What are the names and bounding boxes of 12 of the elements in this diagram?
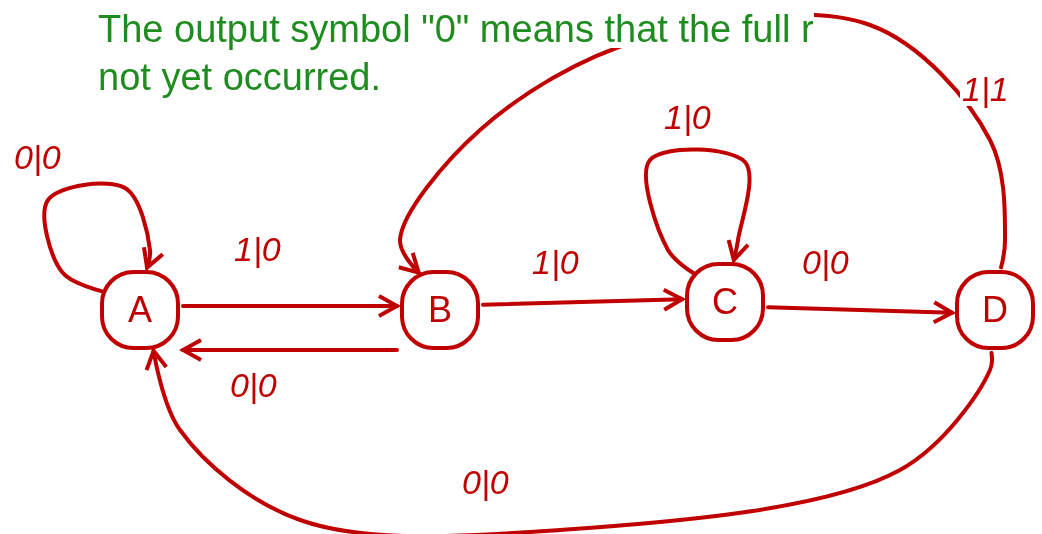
transition-arrow <box>144 348 994 534</box>
transition-arrow <box>181 338 399 362</box>
transition-arrow <box>481 287 684 312</box>
transition-arrow <box>42 181 165 294</box>
transition-arrow <box>766 300 954 325</box>
state-name: C <box>712 281 738 323</box>
state-name: A <box>128 289 152 331</box>
note-text: The output symbol "0" means that the full r <box>98 10 814 48</box>
state-name: B <box>428 289 452 331</box>
transition-arrow <box>644 147 752 275</box>
state-name: D <box>982 289 1008 331</box>
transition-arrow <box>181 294 399 318</box>
